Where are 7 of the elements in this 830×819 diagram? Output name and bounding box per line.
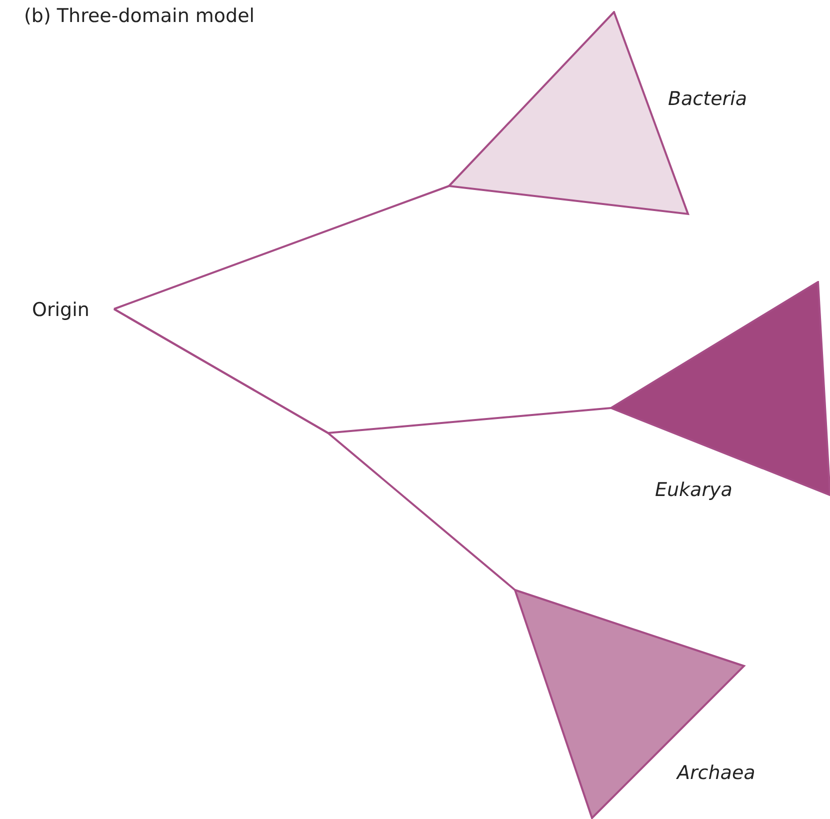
clade-label: Archaea [677,761,756,786]
title: (b) Three-domain model [24,4,255,29]
clade-label: Eukarya [655,478,732,503]
clade-label: Bacteria [668,87,747,112]
branch-line [114,308,516,591]
branch-line [114,185,450,310]
origin-label: Origin [32,296,90,324]
